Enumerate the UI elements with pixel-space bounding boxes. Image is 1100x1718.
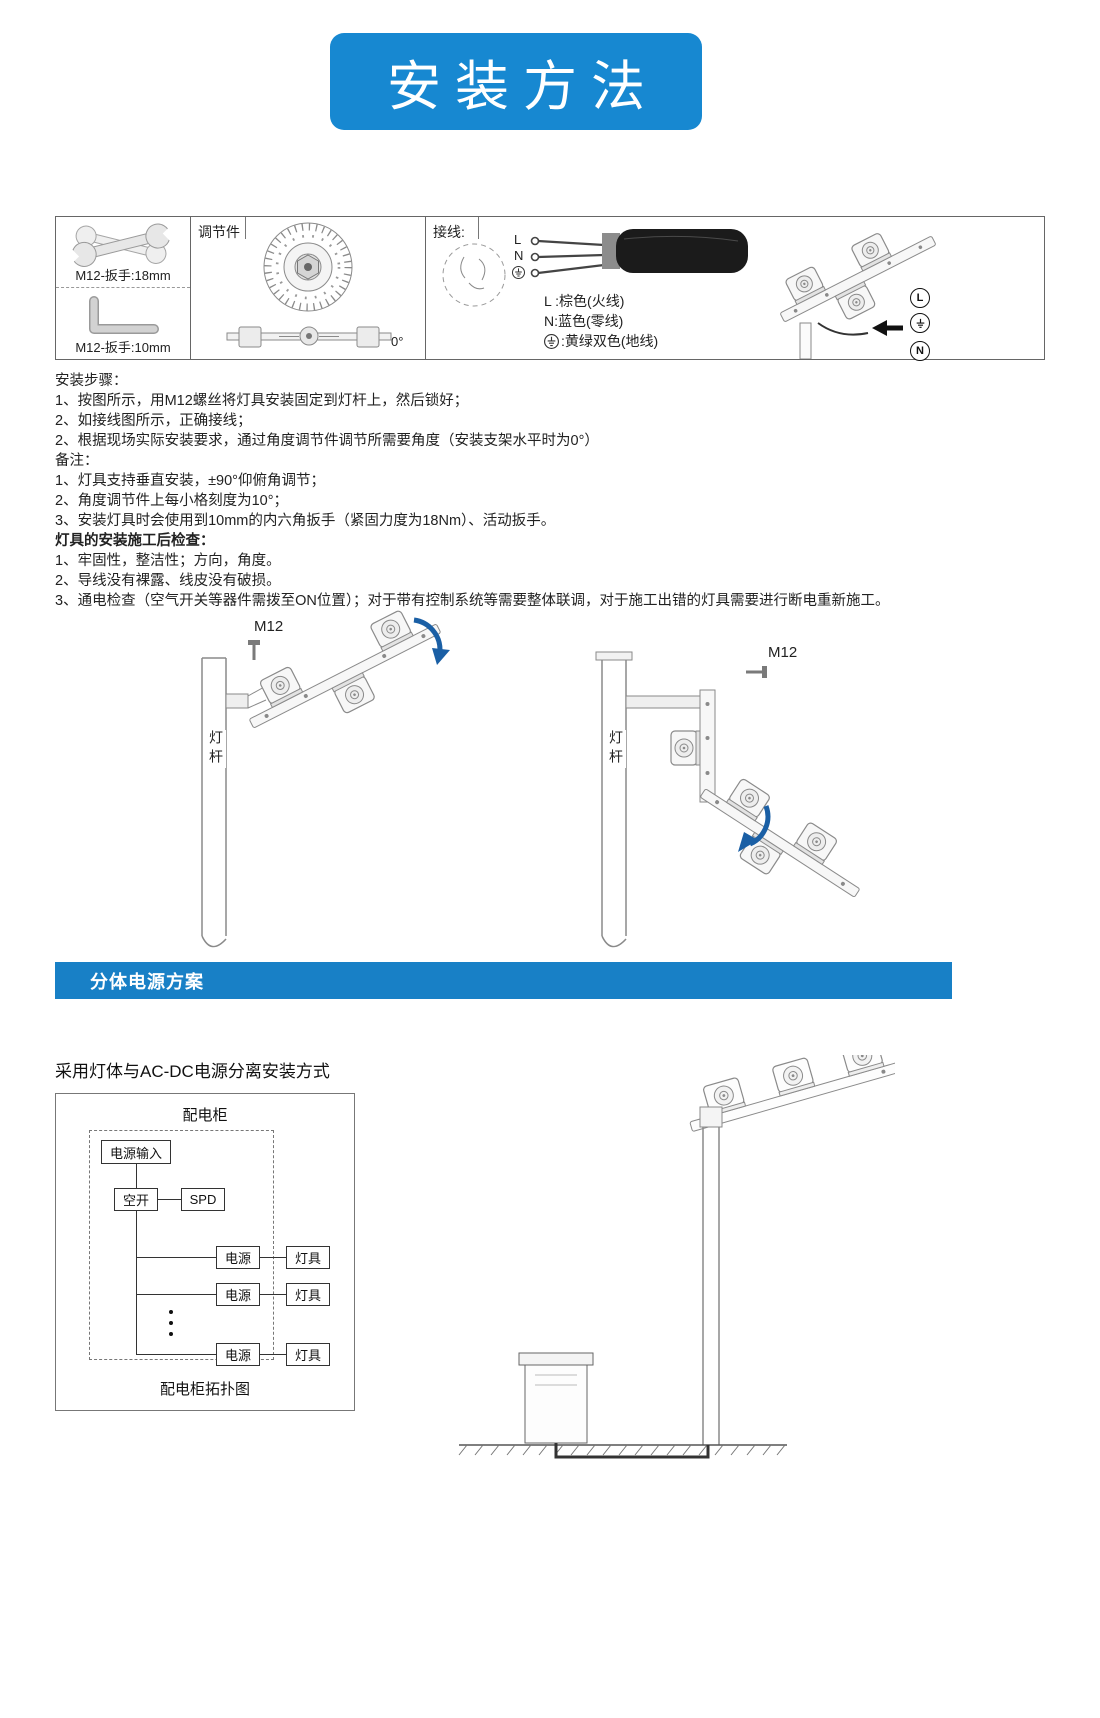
lamp-fixture-drawing [249, 609, 441, 728]
ellipsis-dot [169, 1321, 173, 1325]
pole-drawing [595, 651, 860, 948]
connector-line [260, 1294, 286, 1295]
m12-label: M12 [254, 618, 284, 635]
mounting-diagram-horizontal: M12 灯杆 [170, 608, 480, 960]
header-divider [478, 217, 479, 239]
adjuster-cell: 调节件 0° [191, 217, 426, 359]
wire-l-label: L [514, 232, 522, 247]
split-power-description: 采用灯体与AC-DC电源分离安装方式 [55, 1062, 330, 1081]
pole-cabinet-drawing [458, 1055, 895, 1459]
check-line: 1、牢固性，整洁性；方向，角度。 [55, 553, 281, 569]
pole-label: 灯杆 [206, 730, 226, 768]
angle-dial-icon [263, 222, 353, 312]
connector-line [136, 1164, 137, 1188]
mounting-diagram-vertical: M12 灯杆 [580, 608, 890, 960]
m12-label: M12 [768, 644, 798, 661]
trunk-line [136, 1211, 137, 1354]
legend-neutral: N:蓝色(零线) [544, 313, 624, 329]
fixture-box: 灯具 [286, 1343, 330, 1366]
lamp-fixture-drawing [780, 231, 936, 322]
wrench-10-label: M12-扳手:10mm [75, 340, 171, 355]
fixture-pole-stub [799, 322, 812, 359]
connector-line [260, 1257, 286, 1258]
left-arrow-icon [872, 320, 903, 336]
wrench-10-cell: M12-扳手:10mm [56, 288, 190, 359]
branch-line [136, 1257, 216, 1258]
rotation-arrow-icon [738, 805, 771, 852]
tools-table: M12-扳手:18mm M12-扳手:10mm 调节件 [55, 216, 1045, 361]
wire-n-label: N [514, 248, 524, 263]
pole-drawing [201, 609, 450, 948]
wire-detail-circle [442, 243, 506, 307]
wrench-icon [66, 223, 178, 267]
cable [616, 229, 748, 273]
pole-label: 灯杆 [606, 730, 626, 768]
power-box: 电源 [216, 1246, 260, 1269]
legend-ground: :黄绿双色(地线) [544, 331, 658, 351]
power-input-box: 电源输入 [101, 1140, 171, 1164]
cabinet-title: 配电柜 [182, 1107, 228, 1124]
ellipsis-dot [169, 1310, 173, 1314]
lamp-fixture-drawing [700, 777, 860, 898]
cabinet-boundary [89, 1130, 274, 1360]
earth-ground-icon [512, 266, 525, 279]
step-line: 2、根据现场实际安装要求，通过角度调节件调节所需要角度（安装支架水平时为0°） [55, 433, 599, 449]
wrench-18-cell: M12-扳手:18mm [56, 217, 190, 288]
installation-steps: 安装步骤： 1、按图所示，用M12螺丝将灯具安装固定到灯杆上，然后锁好； 2、如… [55, 371, 1065, 611]
power-cable [554, 1443, 710, 1459]
screw-icon [248, 640, 260, 660]
legend-live: L :棕色(火线) [544, 293, 625, 309]
page-title: 安装方法 [387, 57, 659, 117]
step-line: 1、按图所示，用M12螺丝将灯具安装固定到灯杆上，然后锁好； [55, 393, 469, 409]
page-title-banner: 安装方法 [330, 33, 702, 130]
cable-collar [602, 233, 620, 269]
connector-line [260, 1354, 286, 1355]
check-line: 3、通电检查（空气开关等器件需拨至ON位置）；对于带有控制系统等需要整体联调，对… [55, 593, 890, 609]
branch-line [136, 1294, 216, 1295]
wrench-18-label: M12-扳手:18mm [75, 268, 171, 283]
power-box: 电源 [216, 1343, 260, 1366]
mounting-rail-icon [226, 326, 392, 348]
breaker-box: 空开 [114, 1188, 158, 1211]
earth-ground-icon [916, 318, 924, 328]
wires [537, 239, 605, 275]
installed-pole-illustration [455, 1055, 895, 1467]
section-banner: 分体电源方案 [55, 962, 952, 999]
note-line: 3、安装灯具时会使用到10mm的内六角扳手（紧固力度为18Nm）、活动扳手。 [55, 513, 556, 529]
adjuster-angle: 0° [391, 334, 404, 349]
wiring-label: 接线: [433, 224, 465, 240]
power-box: 电源 [216, 1283, 260, 1306]
earth-ground-icon [544, 333, 559, 349]
header-divider [245, 217, 246, 239]
terminal-live: L [910, 288, 930, 308]
step-line: 2、如接线图所示，正确接线； [55, 413, 252, 429]
check-heading: 灯具的安装施工后检查： [55, 533, 215, 549]
connector-line [158, 1199, 181, 1200]
terminal-neutral: N [910, 341, 930, 361]
check-line: 2、导线没有裸露、线皮没有破损。 [55, 573, 281, 589]
spd-box: SPD [181, 1188, 225, 1211]
notes-heading: 备注： [55, 453, 99, 469]
adjuster-label: 调节件 [198, 224, 240, 240]
rotation-arrow-icon [413, 617, 450, 665]
topology-caption: 配电柜拓扑图 [159, 1381, 250, 1398]
screw-icon [746, 666, 767, 678]
tools-column: M12-扳手:18mm M12-扳手:10mm [56, 217, 191, 359]
fixture-box: 灯具 [286, 1246, 330, 1269]
ellipsis-dot [169, 1332, 173, 1336]
wiring-cell: 接线: [426, 217, 1044, 361]
hex-key-icon [89, 296, 159, 334]
steps-heading: 安装步骤： [55, 373, 128, 389]
wiring-diagram [442, 229, 936, 359]
fixture-box: 灯具 [286, 1283, 330, 1306]
terminal-ground [910, 313, 930, 333]
distribution-topology: 配电柜 电源输入 空开 SPD 电源 灯具 电源 灯具 [55, 1093, 355, 1411]
note-line: 1、灯具支持垂直安装，±90°仰俯角调节； [55, 473, 325, 489]
fixture-cable [817, 322, 869, 336]
note-line: 2、角度调节件上每小格刻度为10°； [55, 493, 288, 509]
section-title: 分体电源方案 [90, 971, 204, 992]
branch-line [136, 1354, 216, 1355]
